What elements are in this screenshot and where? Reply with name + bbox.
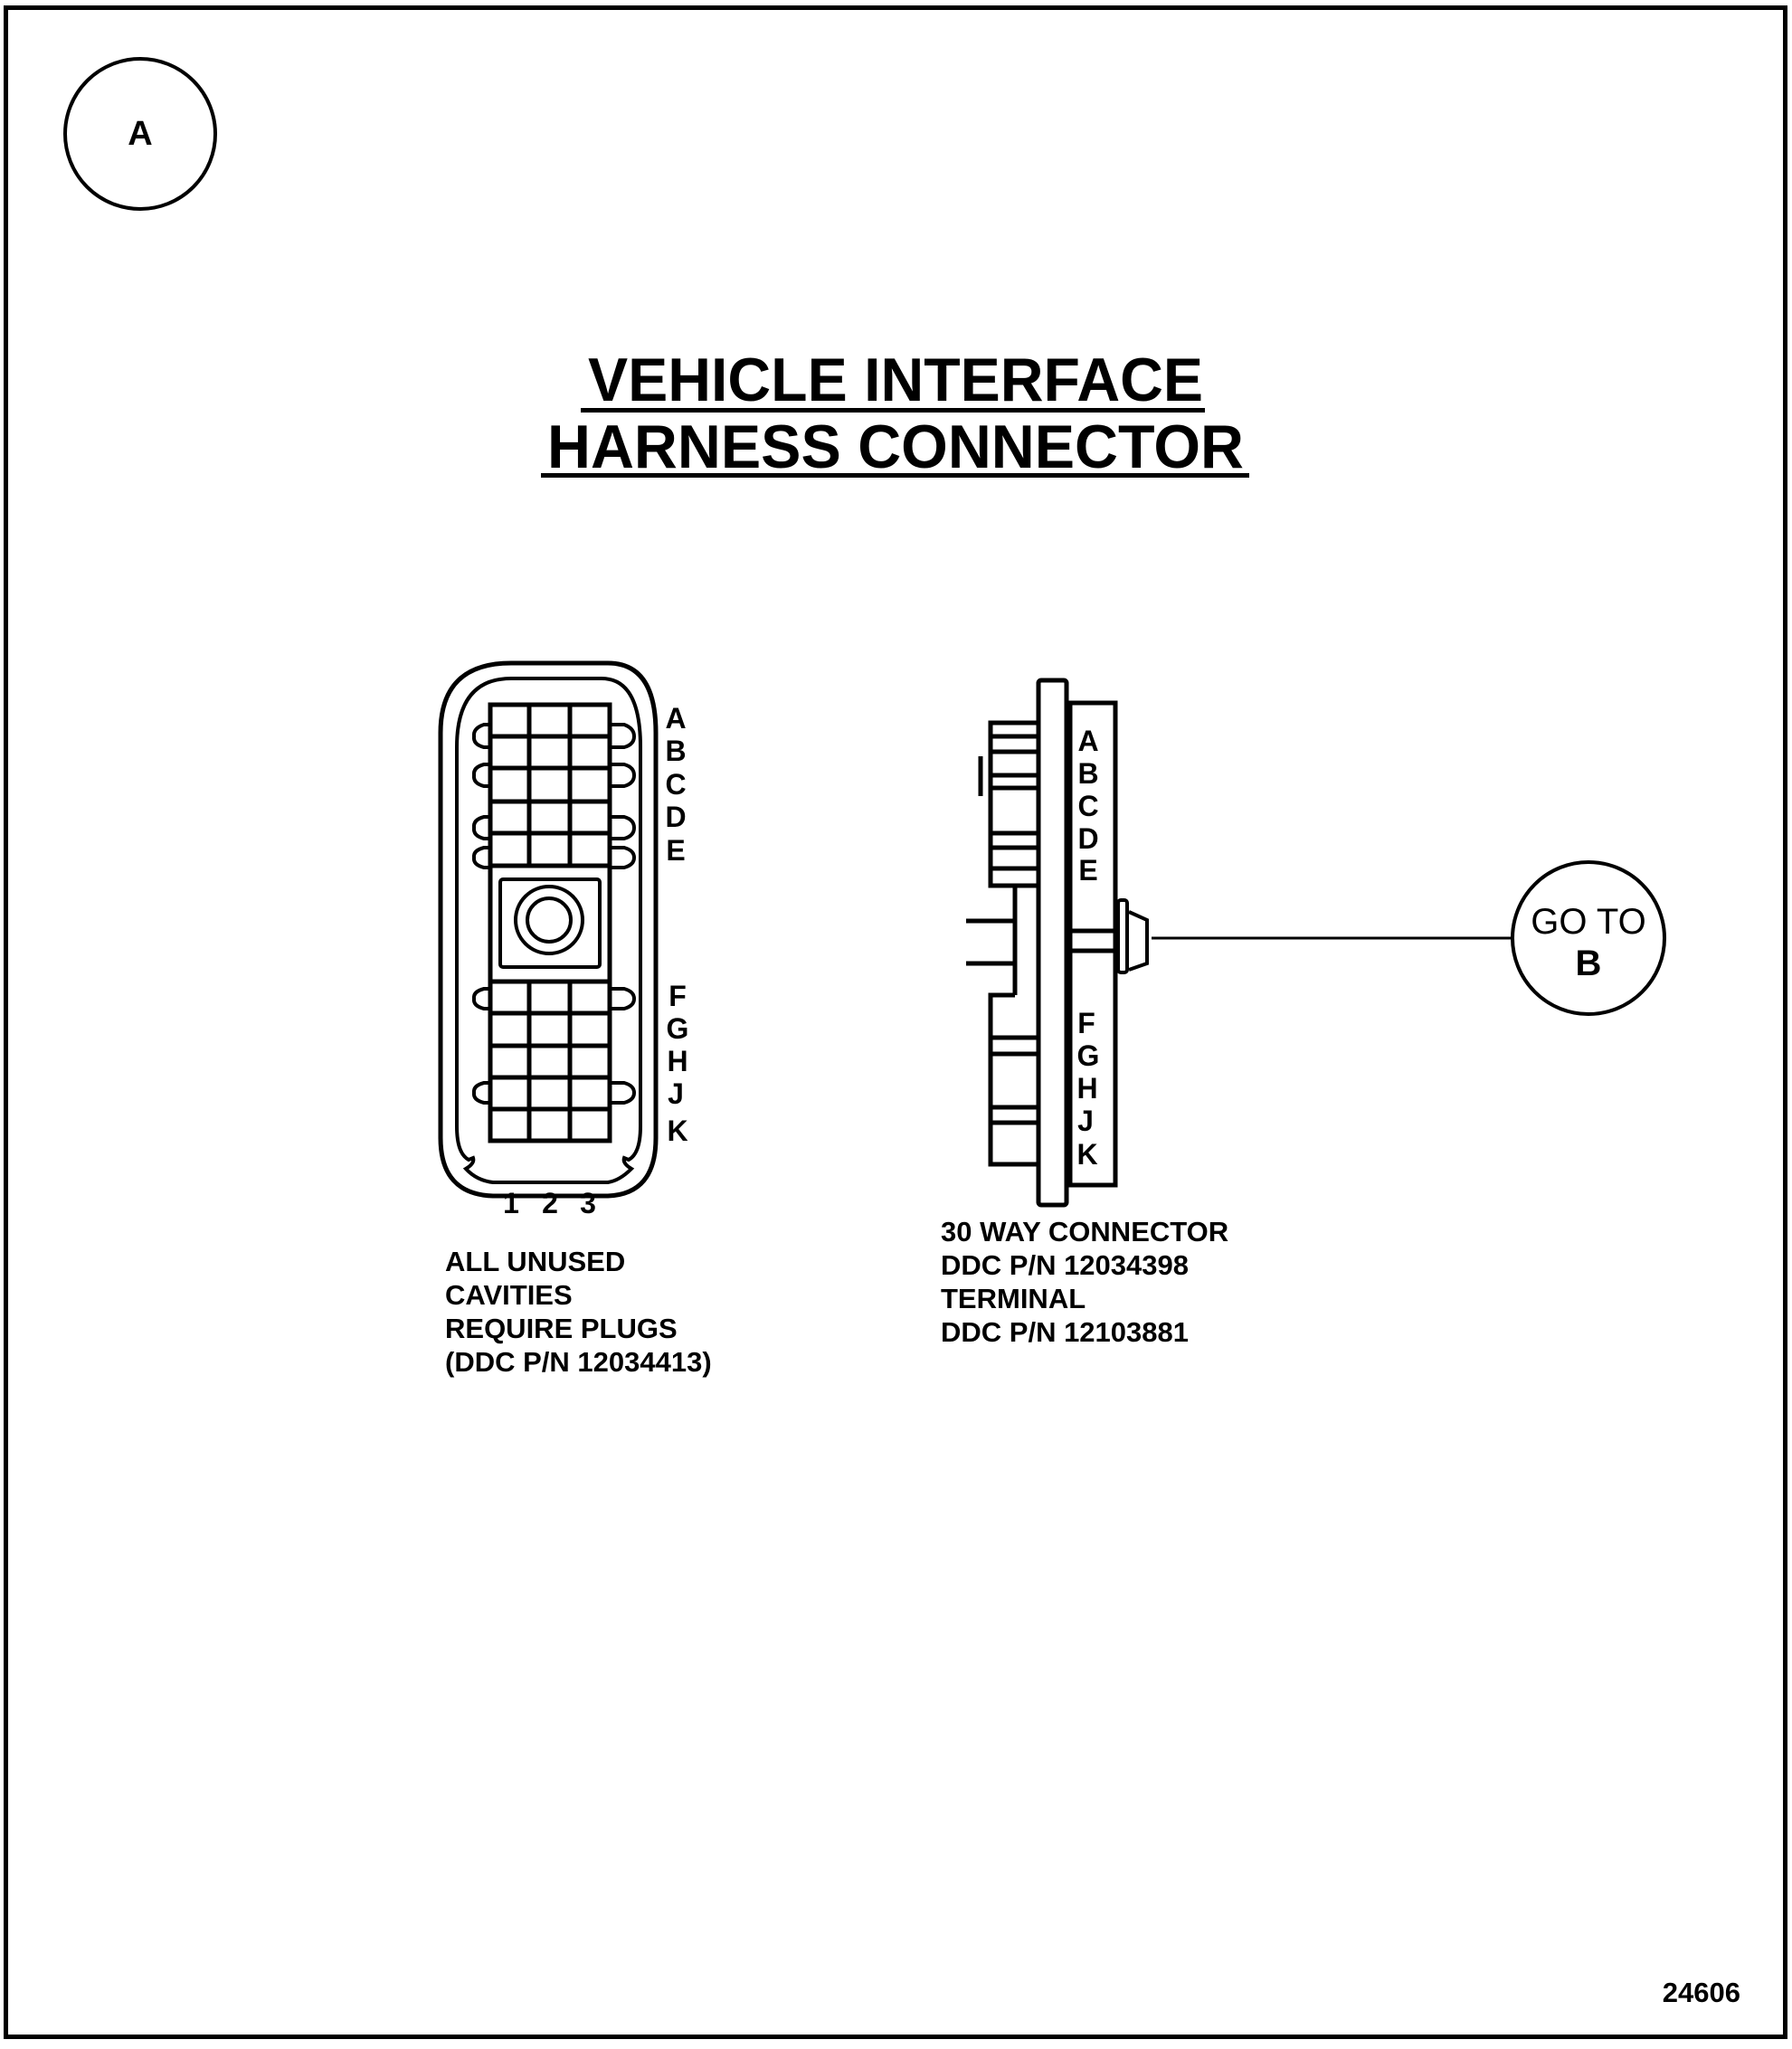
goto-circle-b[interactable]: GO TO B <box>1511 860 1666 1016</box>
page-border <box>4 5 1787 2039</box>
connector-inner-shell <box>455 677 642 1184</box>
front-row-label-h: H <box>667 1045 687 1077</box>
side-view-note: 30 WAY CONNECTOR DDC P/N 12034398 TERMIN… <box>941 1216 1228 1348</box>
side-row-label-j: J <box>1077 1105 1094 1137</box>
front-view-note: ALL UNUSED CAVITIES REQUIRE PLUGS (DDC P… <box>445 1246 712 1378</box>
center-bolt-housing <box>498 877 602 969</box>
front-row-label-k: K <box>667 1115 687 1147</box>
connector-outer-shell <box>438 660 659 1199</box>
front-row-label-a: A <box>665 702 686 735</box>
goto-label-line-2: B <box>1576 944 1602 983</box>
front-row-labels: A B C D E F G H J K <box>665 702 688 1147</box>
side-label-strip <box>1067 700 1118 1188</box>
title-line-1: VEHICLE INTERFACE <box>588 346 1203 414</box>
side-note-line-1: 30 WAY CONNECTOR <box>941 1216 1228 1247</box>
side-plug-cone <box>1128 910 1149 972</box>
side-flange <box>1036 678 1069 1208</box>
cavity-grid-top <box>488 702 612 868</box>
connector-side-view <box>966 678 1149 1208</box>
side-terminal-block-top <box>988 720 1037 888</box>
side-note-line-3: TERMINAL <box>941 1283 1086 1314</box>
front-row-label-e: E <box>666 834 685 867</box>
reference-label-a: A <box>128 115 152 153</box>
front-col-label-3: 3 <box>580 1187 596 1219</box>
front-row-label-c: C <box>665 768 686 801</box>
title-underline-2 <box>541 473 1249 478</box>
front-row-label-g: G <box>667 1012 689 1045</box>
page-title: VEHICLE INTERFACE HARNESS CONNECTOR <box>541 346 1249 481</box>
goto-label-line-1: GO TO <box>1531 902 1645 942</box>
front-column-labels: 1 2 3 <box>503 1187 596 1219</box>
side-row-label-b: B <box>1077 757 1098 790</box>
front-col-label-1: 1 <box>503 1187 519 1219</box>
title-line-2: HARNESS CONNECTOR <box>547 413 1244 481</box>
reference-circle-a: A <box>63 57 217 211</box>
front-note-line-2: CAVITIES <box>445 1279 573 1311</box>
latch-tabs-top <box>471 723 637 869</box>
figure-number: 24606 <box>1663 1977 1740 2008</box>
front-note-line-1: ALL UNUSED <box>445 1246 625 1277</box>
side-row-label-d: D <box>1077 822 1098 855</box>
center-bolt-outer <box>514 885 584 955</box>
side-plug-boss <box>1116 898 1129 974</box>
side-row-label-k: K <box>1076 1138 1097 1171</box>
side-note-line-2: DDC P/N 12034398 <box>941 1249 1189 1281</box>
side-row-labels: A B C D E F G H J K <box>1076 725 1099 1171</box>
title-underline-1 <box>581 408 1205 413</box>
front-row-label-f: F <box>668 980 687 1012</box>
side-terminal-block-bottom <box>988 992 1037 1167</box>
cavity-grid-bottom <box>488 979 612 1143</box>
front-col-label-2: 2 <box>542 1187 558 1219</box>
center-bolt-inner <box>526 896 573 944</box>
front-row-label-j: J <box>668 1077 684 1110</box>
front-note-line-4: (DDC P/N 12034413) <box>445 1346 712 1378</box>
front-row-label-d: D <box>665 801 686 833</box>
side-row-label-g: G <box>1077 1039 1100 1072</box>
side-row-label-c: C <box>1077 790 1098 822</box>
front-note-line-3: REQUIRE PLUGS <box>445 1313 678 1344</box>
connector-front-view <box>438 660 659 1199</box>
side-row-label-h: H <box>1076 1072 1097 1105</box>
side-row-label-a: A <box>1077 725 1098 757</box>
side-row-label-e: E <box>1078 854 1097 887</box>
latch-tabs-bottom <box>471 987 637 1105</box>
side-note-line-4: DDC P/N 12103881 <box>941 1316 1189 1348</box>
side-row-label-f: F <box>1077 1007 1095 1039</box>
front-row-label-b: B <box>665 735 686 767</box>
